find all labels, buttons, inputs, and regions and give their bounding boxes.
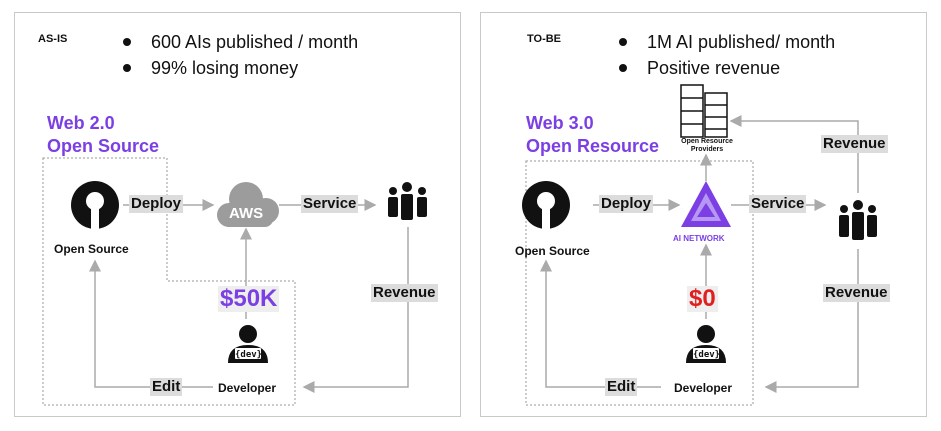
revenue-arrow <box>764 249 859 393</box>
providers-line2: Providers <box>690 146 724 153</box>
deploy-label: Deploy <box>599 195 654 213</box>
edit-label: Edit <box>150 378 183 396</box>
open-source-caption: Open Source <box>515 244 590 258</box>
open-source-logo-icon <box>522 181 570 231</box>
cost-zero: $0 <box>687 285 718 312</box>
developer-icon <box>228 325 268 363</box>
revenue-top-label: Revenue <box>821 135 888 153</box>
to-be-bullet: Positive revenue <box>611 55 835 81</box>
providers-line1: Open Resource <box>681 138 733 145</box>
as-is-panel: AS-IS 600 AIs published / month 99% losi… <box>14 12 461 417</box>
server-rack-icon <box>680 84 728 138</box>
developer-caption: Developer <box>218 381 277 395</box>
to-be-bullets: 1M AI published/ month Positive revenue <box>611 29 835 81</box>
aws-text: AWS <box>229 205 264 222</box>
ai-network-caption: AI NETWORK <box>673 234 725 243</box>
web3-heading: Web 3.0 <box>526 113 594 133</box>
open-resource-heading: Open Resource <box>526 136 660 156</box>
edit-arrow <box>540 259 661 388</box>
to-be-tag: TO-BE <box>527 33 562 45</box>
revenue-label: Revenue <box>371 284 438 302</box>
web2-heading: Web 2.0 <box>47 113 115 133</box>
as-is-tag: AS-IS <box>38 33 68 45</box>
dev-badge: {dev} <box>235 350 263 360</box>
aws-cloud-icon <box>217 182 279 227</box>
developer-caption: Developer <box>674 381 733 395</box>
to-be-diagram-lines <box>522 84 877 406</box>
cost-50k: $50K <box>218 285 280 312</box>
revenue-to-providers-arrow <box>729 115 859 193</box>
web2-dotted-region <box>42 157 296 406</box>
as-is-bullet: 600 AIs published / month <box>115 29 358 55</box>
service-label: Service <box>749 195 807 213</box>
as-is-bullets: 600 AIs published / month 99% losing mon… <box>115 29 358 81</box>
revenue-arrow <box>302 227 409 393</box>
edit-arrow <box>89 259 213 388</box>
ai-network-logo-icon <box>681 181 731 227</box>
open-source-heading: Open Source <box>47 136 160 156</box>
open-source-caption: Open Source <box>54 242 129 256</box>
deploy-label: Deploy <box>129 195 184 213</box>
users-group-icon <box>388 182 427 220</box>
dev-badge: {dev} <box>693 350 721 360</box>
providers-caption: Open Resource Providers <box>667 138 747 154</box>
edit-label: Edit <box>605 378 638 396</box>
revenue-label: Revenue <box>823 284 890 302</box>
to-be-bullet: 1M AI published/ month <box>611 29 835 55</box>
to-be-panel: TO-BE 1M AI published/ month Positive re… <box>480 12 927 417</box>
as-is-bullet: 99% losing money <box>115 55 358 81</box>
service-label: Service <box>301 195 359 213</box>
users-group-icon <box>839 200 877 240</box>
open-source-logo-icon <box>71 181 119 231</box>
developer-icon <box>686 325 726 363</box>
